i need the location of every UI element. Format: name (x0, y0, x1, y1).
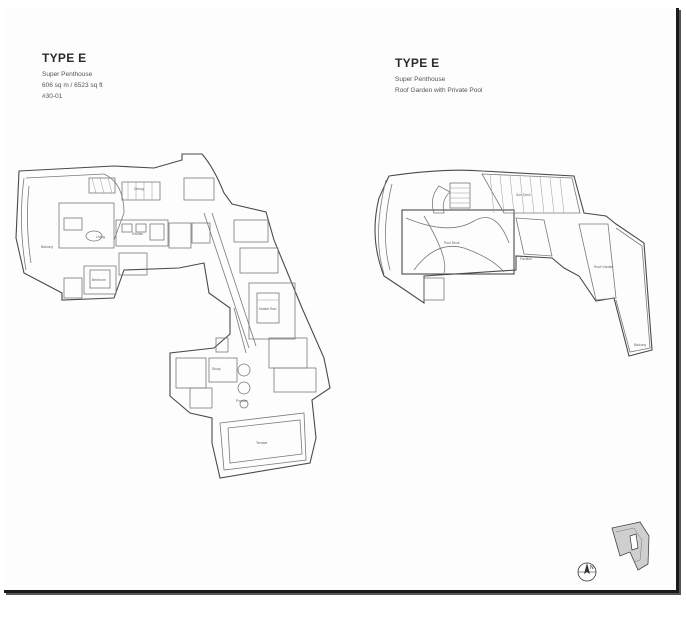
left-plan-title: TYPE E (42, 51, 87, 65)
left-plan-living-dining (58, 177, 161, 249)
left-floor-plan: Balcony Living Dining Kitchen Bedroom Ma… (15, 153, 331, 479)
north-arrow-icon: N (577, 562, 597, 582)
right-plan-feature: Roof Garden with Private Pool (395, 87, 483, 94)
left-plan-outline (15, 153, 331, 479)
svg-text:Sun Deck: Sun Deck (516, 193, 531, 197)
right-plan-garden (578, 223, 651, 353)
svg-text:Balcony: Balcony (634, 343, 646, 347)
key-plan-icon (611, 521, 650, 571)
svg-text:Roof Garden: Roof Garden (594, 265, 614, 269)
svg-text:Study: Study (212, 367, 221, 371)
left-plan-heading: TYPE E Super Penthouse 606 sq m / 6523 s… (42, 51, 103, 102)
right-plan-title: TYPE E (395, 56, 440, 70)
right-floor-plan: Sun Deck Pool Deck Roof Garden Balcony P… (374, 169, 653, 357)
svg-text:Bedroom: Bedroom (92, 278, 106, 282)
svg-text:Pool Deck: Pool Deck (444, 241, 460, 245)
left-plan-subtitle: Super Penthouse (42, 71, 93, 78)
svg-text:Terrace: Terrace (256, 441, 267, 445)
svg-text:Pavilion: Pavilion (520, 257, 532, 261)
svg-text:Powder: Powder (236, 399, 248, 403)
left-plan-room-labels: Balcony Living Dining Kitchen Bedroom Ma… (41, 187, 276, 445)
right-plan-sun-deck (481, 173, 581, 257)
right-plan-room-labels: Sun Deck Pool Deck Roof Garden Balcony P… (444, 193, 646, 347)
floor-plan-sheet: TYPE E Super Penthouse 606 sq m / 6523 s… (4, 8, 679, 593)
left-plan-area: 606 sq m / 6523 sq ft (42, 82, 103, 89)
left-plan-unit: #30-01 (42, 93, 63, 100)
left-plan-kitchen (115, 177, 215, 249)
svg-text:Balcony: Balcony (41, 245, 53, 249)
svg-text:Dining: Dining (134, 187, 144, 191)
left-plan-master-suite (233, 219, 317, 393)
right-plan-staircase (431, 182, 471, 214)
svg-text:Master Bed: Master Bed (259, 307, 276, 311)
right-plan-pool-deck (401, 209, 515, 301)
left-plan-corridor (203, 212, 257, 354)
right-plan-heading: TYPE E Super Penthouse Roof Garden with … (395, 56, 482, 96)
right-plan-outline (374, 169, 653, 357)
right-plan-subtitle: Super Penthouse (395, 76, 446, 83)
svg-text:Kitchen: Kitchen (132, 232, 143, 236)
svg-text:Living: Living (96, 235, 105, 239)
left-plan-terrace (219, 363, 307, 471)
left-plan-bedroom (63, 252, 148, 299)
north-letter: N (590, 565, 594, 571)
left-plan-study-wing (175, 337, 251, 409)
